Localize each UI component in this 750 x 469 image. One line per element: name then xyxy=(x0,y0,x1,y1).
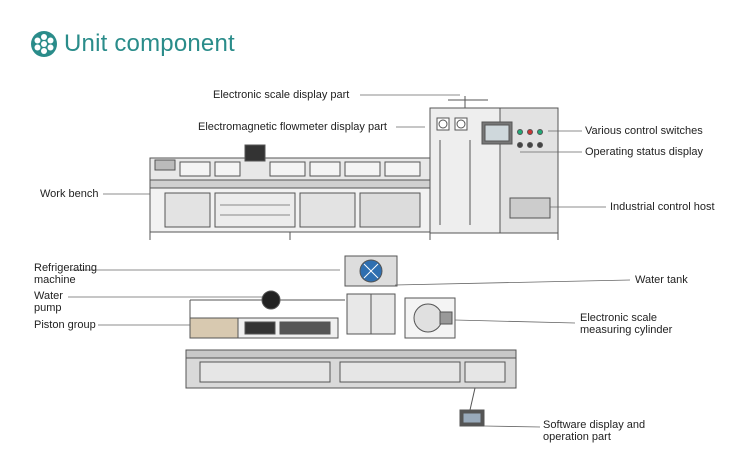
label-water-pump: Water pump xyxy=(34,290,63,314)
water-pump-drawing xyxy=(189,290,345,318)
label-measuring-cylinder: Electronic scale measuring cylinder xyxy=(580,312,673,336)
label-control-switches: Various control switches xyxy=(585,125,703,137)
page-title: Unit component xyxy=(64,30,235,57)
water-tank-drawing xyxy=(346,293,396,335)
header: Unit component xyxy=(30,30,235,58)
refrigerating-machine-drawing xyxy=(344,255,398,287)
label-work-bench: Work bench xyxy=(40,188,99,200)
lower-bench-drawing xyxy=(185,349,517,389)
label-status-display: Operating status display xyxy=(585,146,704,158)
control-cabinet-drawing xyxy=(429,96,559,240)
work-bench-drawing xyxy=(149,144,431,240)
software-display-drawing xyxy=(459,387,485,427)
measuring-cylinder-drawing xyxy=(404,297,456,339)
label-refrigerating-machine: Refrigerating machine xyxy=(34,262,97,286)
label-piston-group: Piston group xyxy=(34,319,96,331)
film-reel-icon xyxy=(31,31,57,57)
label-control-host: Industrial control host xyxy=(610,201,715,213)
label-scale-display: Electronic scale display part xyxy=(213,89,350,101)
label-software-display: Software display and operation part xyxy=(543,419,646,443)
label-water-tank: Water tank xyxy=(635,274,688,286)
piston-group-drawing xyxy=(189,317,339,339)
label-flowmeter-display: Electromagnetic flowmeter display part xyxy=(198,121,387,133)
